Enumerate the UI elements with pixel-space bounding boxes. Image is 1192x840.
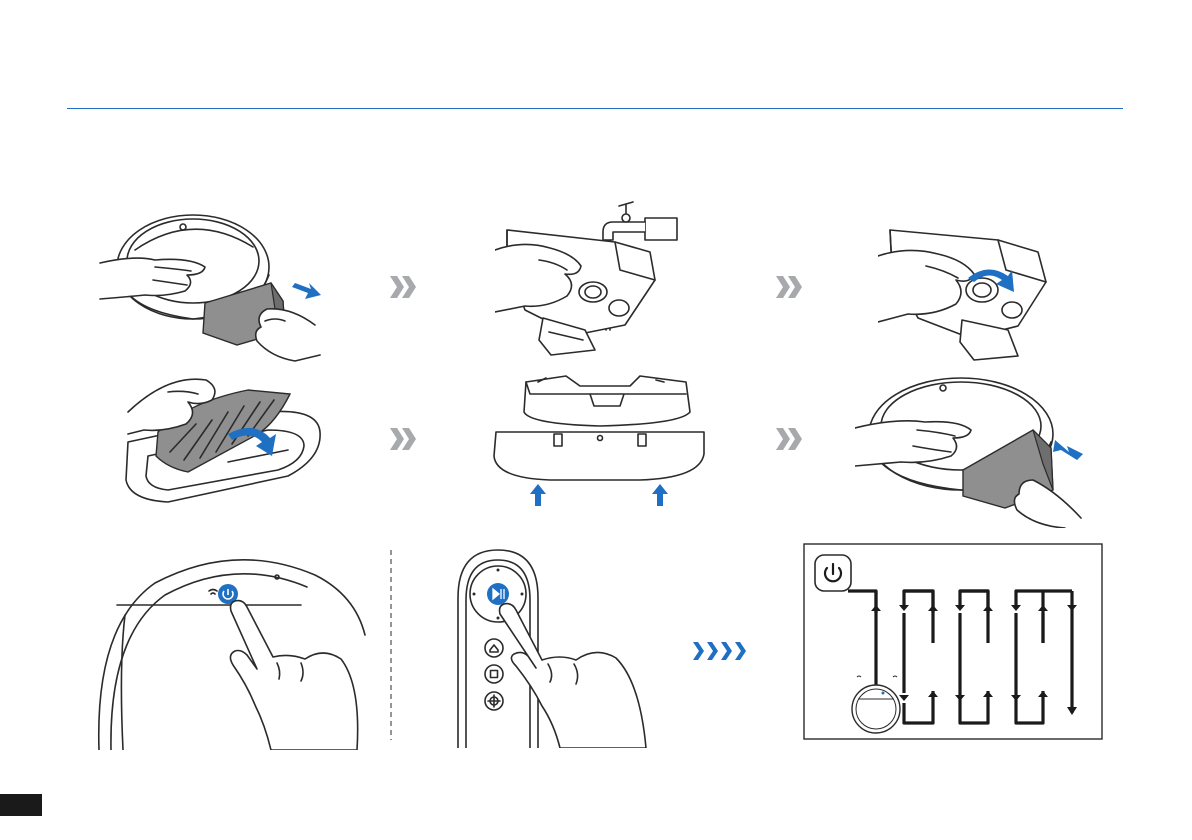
square-icon [485, 665, 503, 683]
step-remove-mop-module [95, 205, 335, 365]
double-chevron-icon [776, 428, 804, 450]
section-divider [390, 550, 392, 740]
home-icon [485, 639, 503, 657]
step-attach-mop-cloth [108, 372, 323, 507]
double-chevron-icon [390, 428, 418, 450]
header-rule [67, 108, 1123, 109]
step-close-tank-cap [878, 218, 1068, 368]
quad-chevron-icon [693, 642, 753, 660]
double-chevron-icon [776, 276, 804, 298]
page-tab [0, 794, 42, 816]
step-attach-mop-plate [490, 368, 710, 508]
step-press-remote-play [450, 548, 680, 748]
step-zigzag-cleaning-pattern [803, 543, 1103, 740]
step-insert-mop-module [855, 368, 1085, 528]
step-press-robot-power [95, 545, 375, 750]
step-fill-water-tank [495, 200, 685, 365]
double-chevron-icon [390, 276, 418, 298]
